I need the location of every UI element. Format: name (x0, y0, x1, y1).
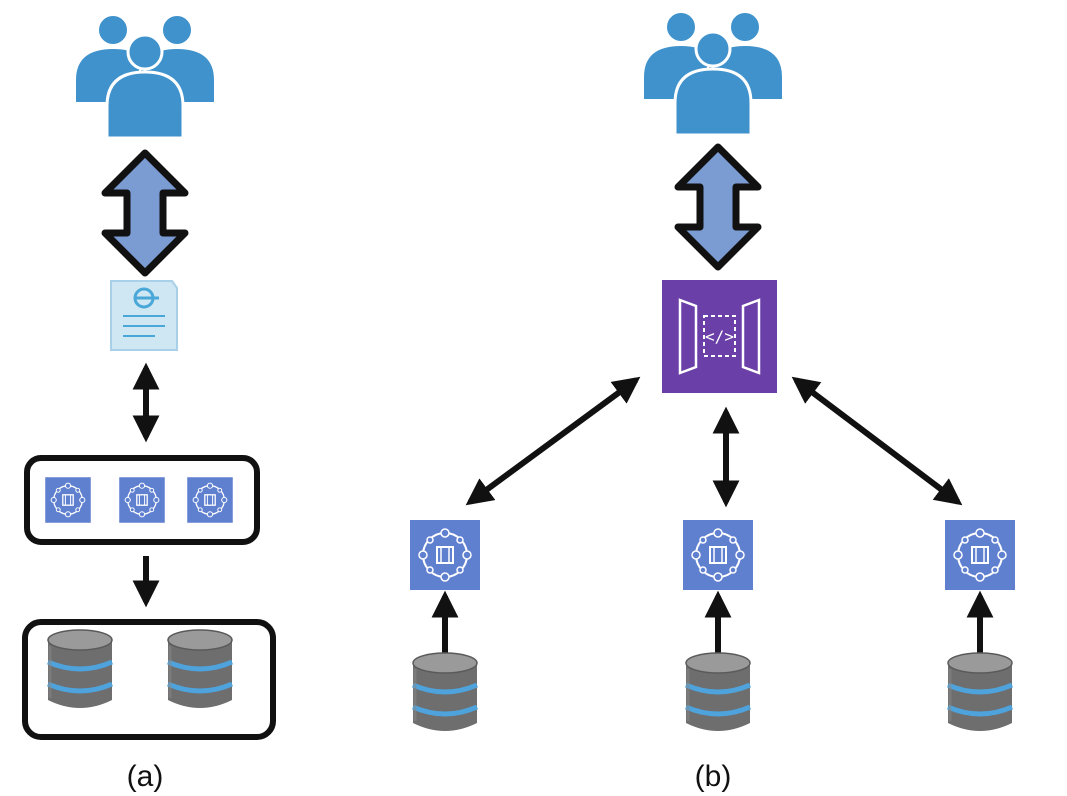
microservice-icon (118, 476, 166, 524)
gateway-code-symbol: </> (705, 327, 734, 346)
panel-a: (a) (22, 13, 276, 793)
database-icon (948, 653, 1012, 731)
connector-arrow (465, 376, 641, 506)
microservice-icon (682, 519, 754, 591)
bidirectional-arrow-icon (105, 153, 185, 273)
users-group-icon (641, 10, 785, 137)
connector-arrow (791, 376, 963, 506)
database-icon (686, 653, 750, 731)
caption-a: (a) (127, 760, 164, 793)
panel-b: </> (b) (409, 10, 1016, 793)
api-gateway-icon: </> (662, 280, 777, 393)
microservice-icon (186, 476, 234, 524)
microservice-icon (409, 519, 481, 591)
microservice-icon (44, 476, 92, 524)
users-group-icon (73, 13, 217, 140)
database-icon (48, 630, 112, 708)
microservice-icon (944, 519, 1016, 591)
bidirectional-arrow-icon (678, 147, 758, 267)
caption-b: (b) (695, 760, 732, 793)
document-service-icon (110, 280, 178, 351)
database-icon (168, 630, 232, 708)
database-icon (413, 653, 477, 731)
